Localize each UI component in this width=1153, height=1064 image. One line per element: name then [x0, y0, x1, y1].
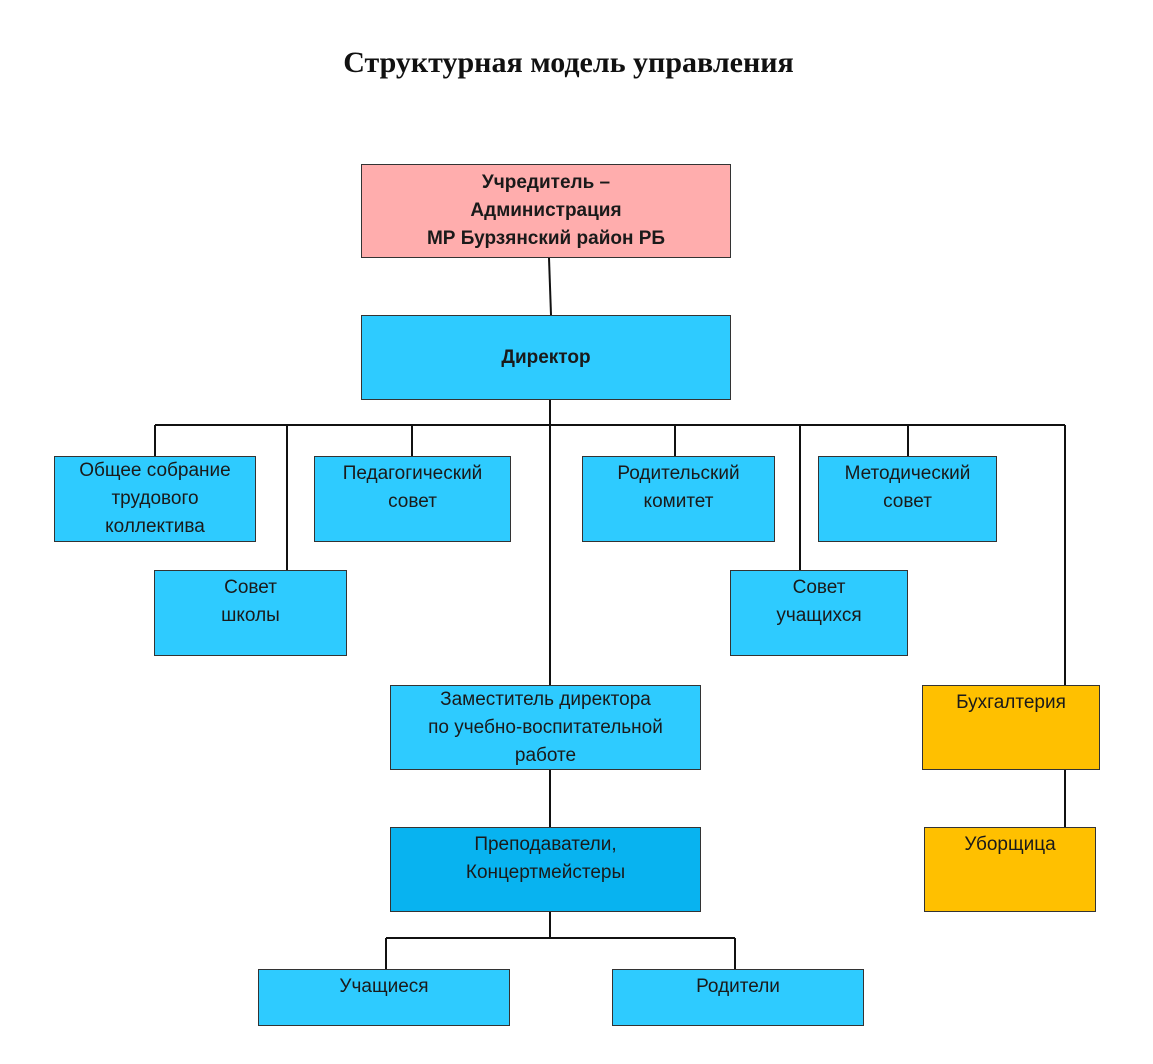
- node-school-council: Совет школы: [154, 570, 347, 656]
- node-student-council: Совет учащихся: [730, 570, 908, 656]
- node-teachers: Преподаватели, Концертмейстеры: [390, 827, 701, 912]
- node-pedagogical-council: Педагогический совет: [314, 456, 511, 542]
- node-founder: Учредитель – Администрация МР Бурзянский…: [361, 164, 731, 258]
- node-parents: Родители: [612, 969, 864, 1026]
- node-deputy-director: Заместитель директора по учебно-воспитат…: [390, 685, 701, 770]
- page-title: Структурная модель управления: [343, 46, 794, 79]
- node-cleaner: Уборщица: [924, 827, 1096, 912]
- node-general-meeting: Общее собрание трудового коллектива: [54, 456, 256, 542]
- connector-founder-director: [548, 257, 552, 316]
- node-parent-committee: Родительский комитет: [582, 456, 775, 542]
- node-accounting: Бухгалтерия: [922, 685, 1100, 770]
- node-methodical-council: Методический совет: [818, 456, 997, 542]
- node-students: Учащиеся: [258, 969, 510, 1026]
- node-director: Директор: [361, 315, 731, 400]
